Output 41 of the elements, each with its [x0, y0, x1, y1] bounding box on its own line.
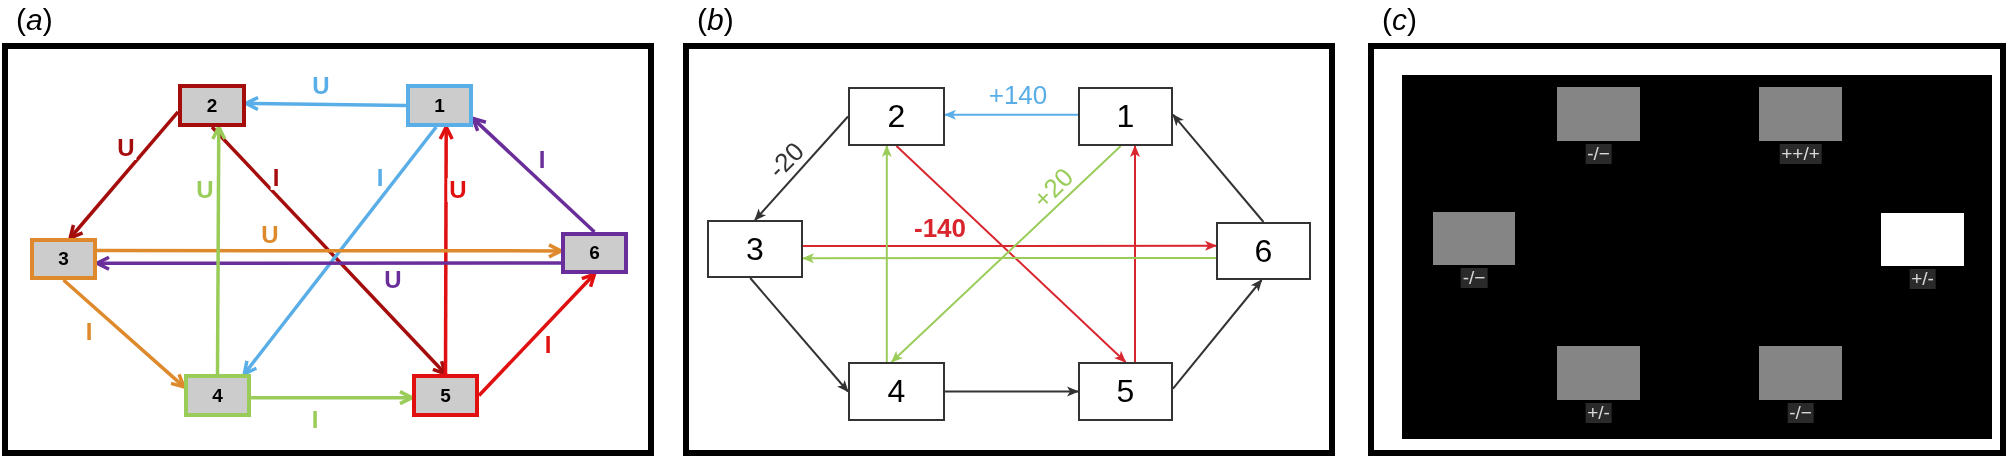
arrow: [944, 386, 1079, 397]
state-box: 5: [412, 374, 479, 417]
panel-label: (a): [16, 2, 53, 38]
state-box: 2: [848, 87, 945, 146]
state-box: 4: [184, 374, 251, 417]
state-box: 4: [848, 362, 945, 421]
arrow: [749, 277, 849, 393]
state-box: 3: [30, 238, 97, 280]
state-box: 1: [1078, 87, 1173, 146]
arrow: [802, 253, 1217, 264]
tile-label: -/−: [1585, 144, 1612, 164]
tile-label: -/−: [1460, 268, 1488, 288]
arrow: [1130, 145, 1140, 363]
arrow: [97, 243, 563, 259]
arrow: [754, 115, 849, 221]
arrow: [62, 278, 186, 389]
state-box: 3: [707, 220, 803, 278]
edge-label: U: [115, 136, 137, 160]
state-box: 6: [561, 232, 628, 274]
arrow: [1172, 279, 1263, 390]
arrow: [1172, 113, 1265, 223]
arrow: [438, 125, 454, 374]
state-box: 6: [1216, 222, 1311, 280]
tile-label: +/-: [1585, 403, 1612, 423]
arrow: [881, 145, 892, 363]
state-box: 5: [1078, 362, 1173, 421]
edge-label: U: [447, 178, 469, 202]
tile-label: ++/+: [1779, 144, 1822, 164]
panel-label: (c): [1382, 2, 1417, 38]
tile-label: -/−: [1787, 403, 1814, 423]
arrow: [944, 109, 1079, 120]
arrow: [68, 110, 180, 240]
state-box: 1: [406, 84, 473, 127]
tile-label: +/-: [1909, 269, 1936, 289]
arrow: [242, 125, 438, 376]
arrow: [251, 389, 414, 406]
arrow: [471, 116, 596, 234]
panel-label: (b): [697, 2, 734, 38]
arrow: [802, 240, 1217, 251]
state-box: 2: [178, 84, 246, 127]
arrow: [211, 125, 227, 374]
